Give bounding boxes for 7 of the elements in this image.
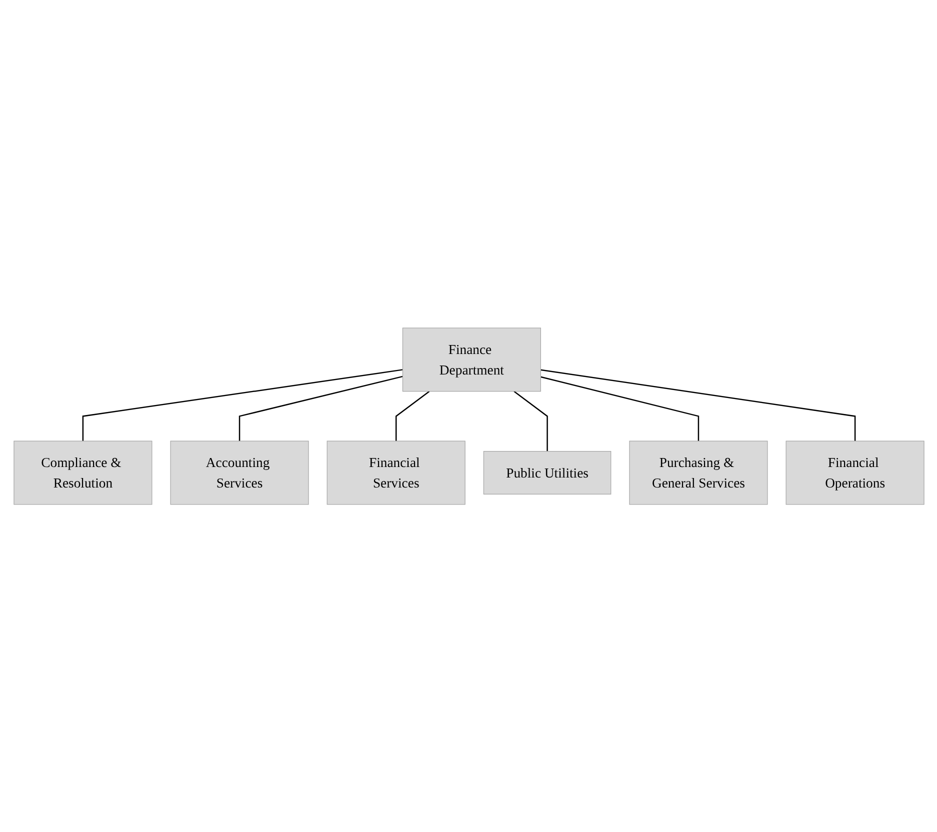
department-box: Finance Department (402, 327, 540, 392)
department-box: Financial Services (326, 440, 465, 505)
department-box: Financial Operations (785, 440, 924, 505)
department-box: Public Utilities (482, 450, 611, 494)
department-box: Purchasing & General Services (628, 440, 768, 505)
department-box: Accounting Services (170, 440, 308, 505)
department-box: Compliance & Resolution (13, 440, 152, 505)
